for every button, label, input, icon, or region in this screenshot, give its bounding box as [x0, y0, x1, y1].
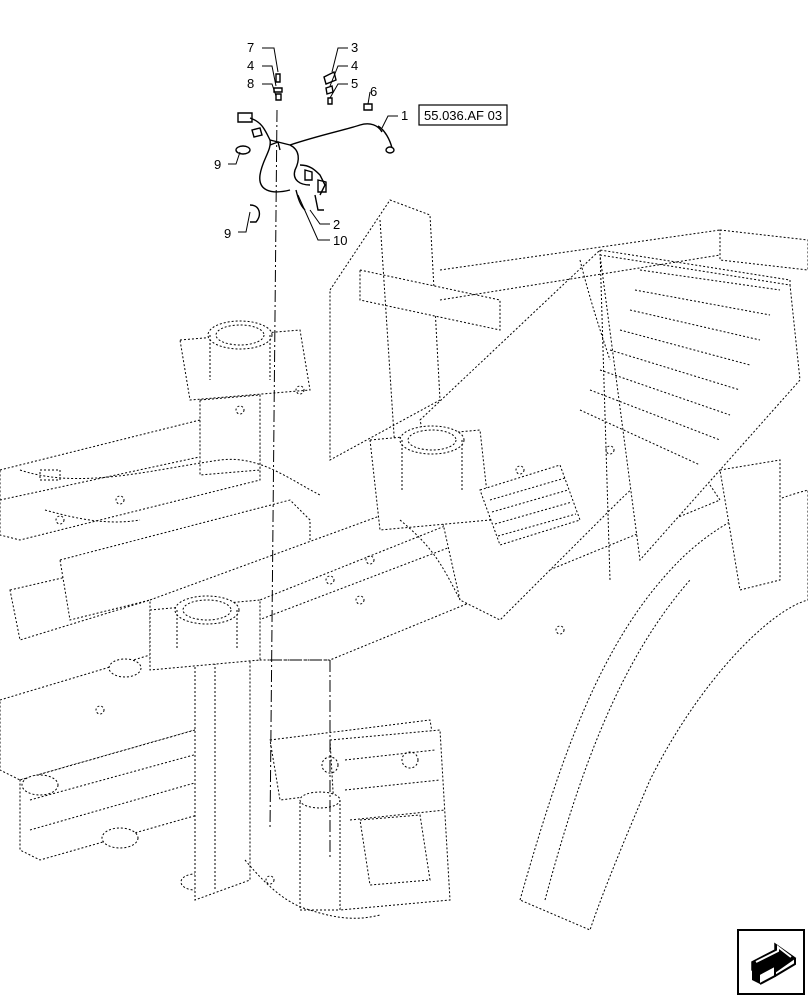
leader-lines [228, 47, 398, 241]
lower-pedestal [149, 595, 261, 671]
callouts: 7 4 8 3 4 5 6 1 9 9 2 10 [214, 40, 408, 248]
fastener-hardware [273, 70, 373, 111]
callout-1: 1 [401, 108, 408, 123]
callout-3: 3 [351, 40, 358, 55]
grille-rack [479, 464, 581, 546]
callout-5: 5 [351, 76, 358, 91]
reference-label: 55.036.AF 03 [424, 108, 502, 123]
wire-harness-part [237, 112, 395, 211]
next-page-arrow-icon[interactable] [737, 929, 805, 995]
upper-pedestal [179, 320, 311, 476]
callout-6: 6 [370, 84, 377, 99]
callout-4: 4 [351, 58, 358, 73]
radiator-slats [579, 269, 781, 466]
callout-9: 9 [214, 157, 221, 172]
callout-9: 9 [224, 226, 231, 241]
middle-pedestal [369, 425, 491, 531]
callout-10: 10 [333, 233, 347, 248]
callout-7: 7 [247, 40, 254, 55]
reference-box[interactable]: 55.036.AF 03 [418, 104, 508, 126]
callout-8: 8 [247, 76, 254, 91]
bolts [55, 385, 615, 885]
tractor-frame-assembly [0, 199, 808, 931]
center-line [269, 109, 331, 860]
hydraulic-valve-block [269, 719, 451, 911]
callout-2: 2 [333, 217, 340, 232]
clip-parts [235, 145, 261, 223]
callout-4: 4 [247, 58, 254, 73]
